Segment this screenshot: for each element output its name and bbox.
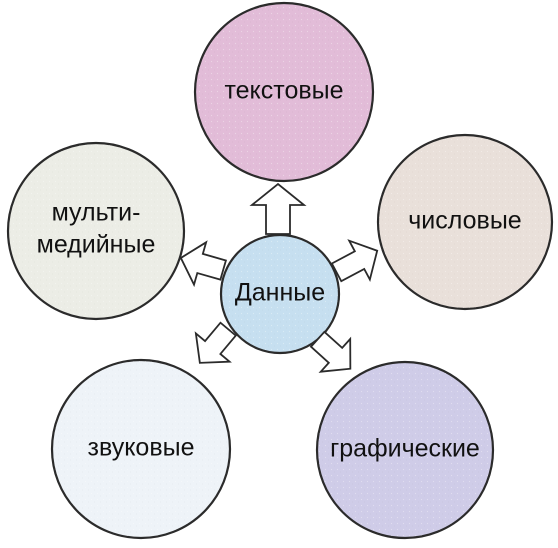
- text-circle-texture: [196, 4, 372, 180]
- multimedia-circle-texture: [9, 144, 183, 318]
- graphic-label: графические: [330, 435, 480, 463]
- node-multimedia: мульти- медийные: [6, 141, 186, 321]
- audio-label: звуковые: [88, 434, 195, 462]
- node-audio: звуковые: [50, 358, 232, 540]
- arrow-to-numeric: [330, 239, 379, 283]
- numeric-label: числовые: [408, 207, 521, 235]
- center-circle-texture: [222, 236, 338, 352]
- arrow-to-text: [249, 182, 307, 235]
- node-center: Данные: [219, 233, 341, 355]
- multimedia-label-line2: медийные: [37, 231, 156, 259]
- node-numeric: числовые: [376, 133, 554, 311]
- arrow-to-audio: [194, 321, 238, 364]
- center-label: Данные: [235, 279, 325, 307]
- audio-circle-texture: [53, 361, 229, 537]
- graphic-circle-texture: [318, 363, 492, 537]
- numeric-circle-texture: [379, 136, 551, 308]
- arrow-to-graphic: [309, 330, 352, 373]
- arrow-to-multimedia: [179, 240, 228, 288]
- text-label: текстовые: [224, 77, 343, 105]
- node-text: текстовые: [193, 1, 375, 183]
- node-graphic: графические: [315, 360, 495, 540]
- multimedia-label-line1: мульти-: [52, 199, 141, 227]
